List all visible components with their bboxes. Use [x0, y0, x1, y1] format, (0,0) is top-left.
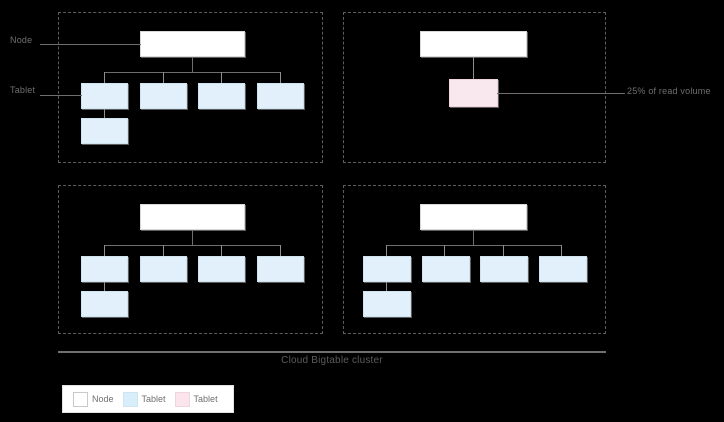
- connector-node-stem-tl: [192, 57, 193, 72]
- cluster-bracket-rule: [58, 351, 606, 353]
- connector-node-stem-bl: [192, 230, 193, 245]
- tablet-box-tl-1[interactable]: [81, 83, 128, 109]
- tablet-box-tl-4[interactable]: [257, 83, 304, 109]
- tablet-box-tl-3[interactable]: [198, 83, 245, 109]
- callout-label-read-volume: 25% of read volume: [627, 86, 711, 96]
- cluster-node-group-bottom-left: [58, 185, 323, 334]
- cluster-node-group-top-right: [343, 12, 606, 163]
- legend-label-tablet: Tablet: [141, 394, 166, 404]
- connector-bus-bl: [104, 245, 281, 246]
- cluster-caption: Cloud Bigtable cluster: [281, 355, 383, 366]
- tablet-box-bl-1[interactable]: [81, 256, 128, 282]
- legend: Node Tablet Tablet: [62, 385, 234, 413]
- connector-bus-tl: [104, 72, 281, 73]
- legend-item-tablet: Tablet: [122, 391, 166, 407]
- legend-item-node: Node: [73, 391, 114, 407]
- connector-drop-br-5: [386, 282, 387, 291]
- connector-drop-tl-1: [104, 72, 105, 83]
- connector-drop-bl-2: [163, 245, 164, 256]
- connector-drop-br-2: [444, 245, 445, 256]
- tablet-box-bl-5[interactable]: [81, 291, 128, 317]
- tablet-box-tl-2[interactable]: [140, 83, 187, 109]
- connector-drop-br-1: [386, 245, 387, 256]
- legend-swatch-hot-tablet-icon: [174, 391, 190, 407]
- tablet-box-tl-5[interactable]: [81, 118, 128, 144]
- connector-node-stem-tr: [473, 57, 474, 79]
- callout-label-node: Node: [10, 35, 33, 45]
- connector-node-stem-br: [473, 230, 474, 245]
- tablet-box-bl-2[interactable]: [140, 256, 187, 282]
- connector-drop-br-4: [561, 245, 562, 256]
- connector-drop-br-3: [503, 245, 504, 256]
- legend-swatch-tablet-icon: [122, 391, 138, 407]
- connector-drop-tl-3: [221, 72, 222, 83]
- tablet-box-br-5[interactable]: [363, 291, 411, 317]
- connector-drop-bl-5: [104, 282, 105, 291]
- connector-drop-bl-1: [104, 245, 105, 256]
- node-box-top-left[interactable]: [140, 31, 245, 57]
- cluster-node-group-top-left: [58, 12, 323, 163]
- legend-swatch-node-icon: [73, 391, 88, 407]
- callout-label-tablet: Tablet: [10, 85, 36, 95]
- connector-bus-br: [386, 245, 562, 246]
- tablet-box-bl-3[interactable]: [198, 256, 245, 282]
- legend-label-node: Node: [92, 394, 114, 404]
- node-box-bottom-right[interactable]: [420, 204, 527, 230]
- legend-label-hot-tablet: Tablet: [193, 394, 218, 404]
- connector-drop-tl-2: [163, 72, 164, 83]
- node-box-bottom-left[interactable]: [140, 204, 245, 230]
- connector-drop-tl-5: [104, 109, 105, 118]
- node-box-top-right[interactable]: [420, 31, 527, 57]
- leader-line-node: [40, 44, 141, 45]
- tablet-box-br-3[interactable]: [480, 256, 528, 282]
- connector-drop-bl-4: [280, 245, 281, 256]
- hot-tablet-box-top-right[interactable]: [449, 79, 498, 107]
- cluster-node-group-bottom-right: [343, 185, 606, 334]
- leader-line-read-volume: [497, 93, 625, 94]
- connector-drop-bl-3: [221, 245, 222, 256]
- tablet-box-bl-4[interactable]: [257, 256, 304, 282]
- tablet-box-br-1[interactable]: [363, 256, 411, 282]
- legend-item-hot-tablet: Tablet: [174, 391, 218, 407]
- connector-drop-tl-4: [280, 72, 281, 83]
- tablet-box-br-4[interactable]: [539, 256, 587, 282]
- tablet-box-br-2[interactable]: [422, 256, 470, 282]
- leader-line-tablet: [40, 95, 82, 96]
